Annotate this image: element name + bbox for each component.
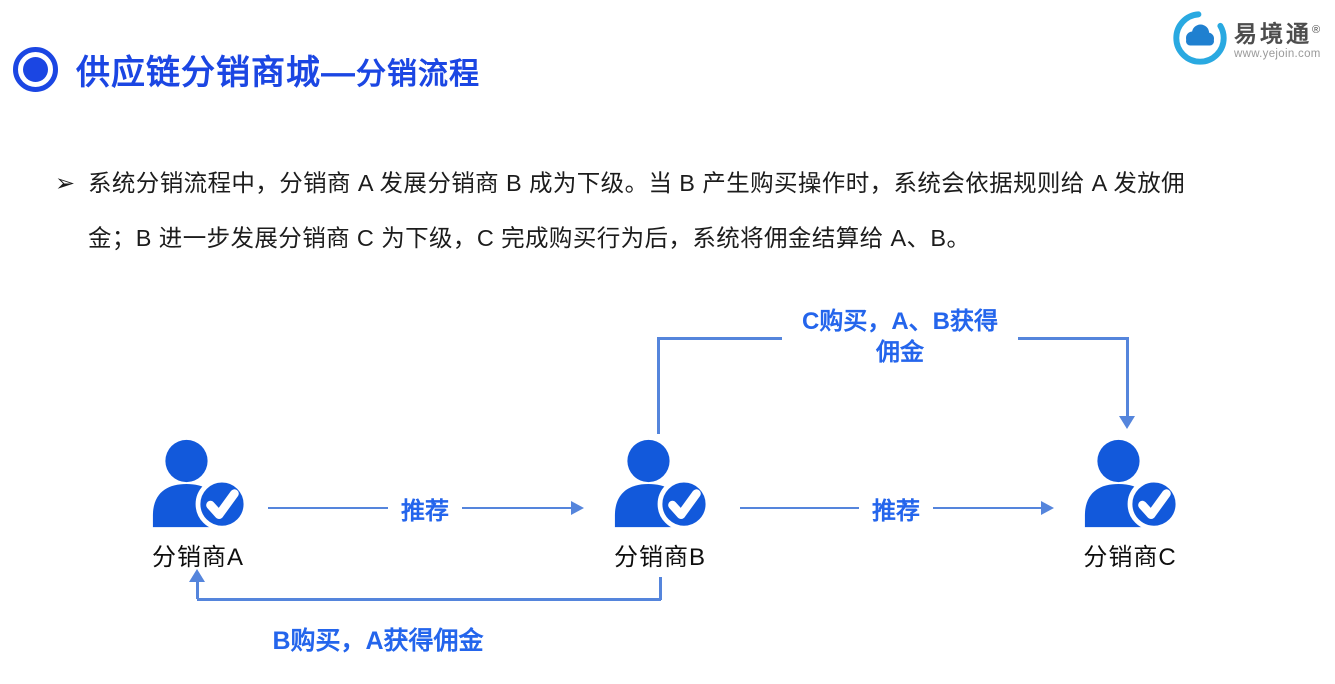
distributor-person-icon <box>152 439 248 531</box>
connector-bottom-horizontal <box>197 598 661 601</box>
arrow-bullet-icon: ➢ <box>55 170 76 197</box>
node-label-a: 分销商A <box>151 544 244 571</box>
edge-line <box>740 506 859 510</box>
connector-b-down <box>659 577 662 600</box>
node-distributor-a: 分销商A <box>146 437 250 572</box>
connector-a-up <box>196 581 199 599</box>
cloud-logo-icon <box>1173 11 1227 65</box>
bottom-annotation: B购买，A获得佣金 <box>272 627 484 655</box>
registered-mark: ® <box>1312 24 1321 36</box>
bullseye-icon <box>13 47 58 92</box>
arrowhead-down-to-c <box>1119 416 1135 429</box>
distributor-person-icon <box>1084 439 1180 531</box>
edge-label-recommend-ab: 推荐 <box>401 497 449 525</box>
node-label-b: 分销商B <box>613 544 706 571</box>
brand-name: 易境通® <box>1234 20 1321 47</box>
edge-line-arrowhead-right <box>933 506 1052 510</box>
intro-line-2: 金；B 进一步发展分销商 C 为下级，C 完成购买行为后，系统将佣金结算给 A、… <box>88 225 971 251</box>
page-title-main: 供应链分销商城— <box>76 54 356 92</box>
brand-logo: 易境通® www.yejoin.com <box>1172 10 1321 66</box>
connector-c-down <box>1126 337 1129 417</box>
top-annotation-line1: C购买，A、B获得 <box>802 308 998 335</box>
edge-line <box>268 506 388 510</box>
brand-url: www.yejoin.com <box>1234 47 1321 60</box>
intro-paragraph: ➢ 系统分销流程中，分销商 A 发展分销商 B 成为下级。当 B 产生购买操作时… <box>55 156 1305 266</box>
edge-recommend-b-to-c: 推荐 <box>740 493 1052 525</box>
top-annotation-line2: 佣金 <box>876 339 924 366</box>
page-title-sub: 分销流程 <box>356 58 480 91</box>
edge-label-recommend-bc: 推荐 <box>872 497 920 525</box>
connector-b-up <box>657 337 660 434</box>
arrowhead-up-to-a <box>189 569 205 582</box>
node-label-c: 分销商C <box>1083 544 1177 571</box>
node-distributor-b: 分销商B <box>608 437 712 572</box>
edge-line-arrowhead-right <box>462 506 582 510</box>
distributor-person-icon <box>614 439 710 531</box>
edge-recommend-a-to-b: 推荐 <box>268 493 582 525</box>
top-annotation: C购买，A、B获得 佣金 <box>782 306 1018 368</box>
page-title: 供应链分销商城—分销流程 <box>76 45 480 94</box>
node-distributor-c: 分销商C <box>1078 437 1182 572</box>
intro-line-1: 系统分销流程中，分销商 A 发展分销商 B 成为下级。当 B 产生购买操作时，系… <box>88 170 1186 196</box>
